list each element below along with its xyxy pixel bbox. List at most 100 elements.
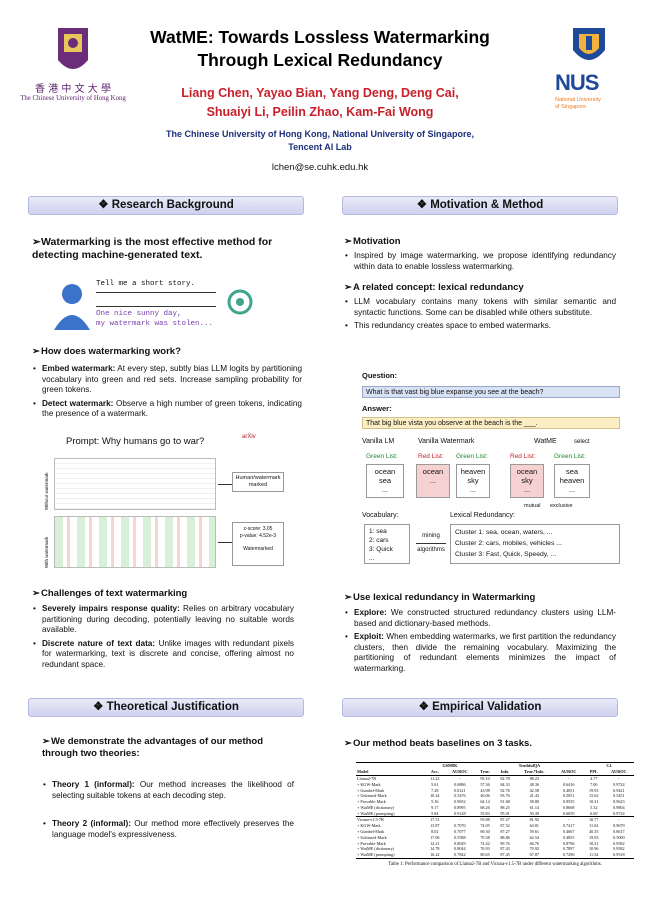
- authors: Liang Chen, Yayao Bian, Yang Deng, Deng …: [181, 86, 459, 119]
- table-cell: 0.7077: [454, 828, 466, 834]
- chat-reply-2: my watermark was stolen...: [96, 320, 214, 328]
- challenge-discrete: Discrete nature of text data: Unlike ima…: [32, 639, 294, 671]
- contact-email: lchen@se.cuhk.edu.hk: [271, 162, 369, 173]
- table-cell: -: [568, 775, 570, 781]
- chat-arrow-left: [96, 306, 216, 307]
- nus-full-name-2: of Singapore: [555, 104, 587, 110]
- table-cell: 10.21: [589, 799, 599, 805]
- table-cell: 41.43: [529, 793, 539, 799]
- without-watermark-label: Without watermark: [44, 472, 49, 510]
- table-cell: 64.14: [480, 799, 490, 805]
- table-cell: 0.9724: [613, 810, 625, 816]
- section-theoretical-justification: ❖ Theoretical Justification: [28, 698, 304, 717]
- watme-green: sea heaven ...: [554, 464, 590, 498]
- with-watermark-label: With watermark: [44, 536, 49, 568]
- table-cell: 0.7296: [562, 852, 575, 858]
- table-cell: 5.32: [590, 804, 598, 810]
- openai-logo-icon: [222, 284, 258, 320]
- table-cell: 0.9804: [613, 804, 625, 810]
- table-cell: 0.4667: [562, 828, 575, 834]
- table-cell: -: [618, 775, 620, 781]
- table-cell: 0.7842: [454, 852, 466, 858]
- table-cell: 10.21: [589, 840, 599, 846]
- table-cell: 0.9724: [613, 781, 625, 787]
- text-sample-with: [54, 516, 216, 568]
- empirical-block: ➢Our method beats baselines on 3 tasks.: [344, 738, 532, 749]
- table-cell: + Gumbel-Mark: [357, 828, 385, 834]
- table-cell: 0.8121: [454, 787, 466, 793]
- table-cell: 12.21: [430, 840, 440, 846]
- table-cell: + WatME (dictionary): [357, 804, 395, 810]
- motivation-block: ➢Motivation Inspired by image watermarki…: [344, 236, 616, 335]
- section-empirical-validation: ❖ Empirical Validation: [342, 698, 618, 717]
- table-cell: 87.52: [500, 823, 510, 829]
- table-cell: + Provable-Mark: [357, 840, 386, 846]
- table-cell: 62.54: [529, 834, 539, 840]
- table-cell: 74.42: [480, 840, 490, 846]
- table-cell: 0.7070: [454, 823, 466, 829]
- watme-label: WatME: [534, 438, 557, 445]
- watermark-diagram: Prompt: Why humans go to war? arXiv With…: [44, 434, 294, 574]
- challenges-block: ➢Challenges of text watermarking Severel…: [32, 588, 294, 674]
- table-cell: 76.93: [480, 846, 490, 852]
- mining-algorithms-label: mining algorithms: [416, 533, 446, 553]
- related-bullet-2: This redundancy creates space to embed w…: [344, 321, 616, 332]
- table-header-cell: AUROC: [611, 769, 627, 775]
- vanilla-wm-red: ocean ...: [416, 464, 450, 498]
- table-cell: 15.62: [589, 793, 599, 799]
- table-cell: 0.4051: [562, 787, 575, 793]
- table-cell: 9.17: [431, 804, 439, 810]
- nus-crest-icon: [573, 28, 605, 60]
- table-cell: 87.27: [500, 828, 510, 834]
- challenge-quality: Severely impairs response quality: Relie…: [32, 604, 294, 636]
- table-cell: 92.78: [500, 775, 510, 781]
- table-cell: 7.00: [590, 781, 598, 787]
- table-cell: 0.5588: [454, 834, 466, 840]
- section-motivation-method: ❖ Motivation & Method: [342, 196, 618, 215]
- table-cell: + Unbiased-Mark: [357, 793, 387, 799]
- theory-2: Theory 2 (informal): Our method more eff…: [42, 819, 294, 840]
- table-cell: 17.51: [430, 817, 440, 823]
- table-cell: 57.36: [480, 781, 490, 787]
- cuhk-name-cn: 香 港 中 文 大 學: [35, 84, 111, 95]
- table-cell: 55.83: [480, 810, 490, 816]
- answer-label: Answer:: [362, 404, 392, 413]
- table-cell: 58.80: [529, 799, 539, 805]
- cuhk-logo: 香 港 中 文 大 學 The Chinese University of Ho…: [8, 22, 138, 112]
- table-cell: 70.92: [529, 846, 539, 852]
- table-header-cell: Acc.: [430, 769, 439, 775]
- theory-block: ➢We demonstrate the advantages of our me…: [42, 736, 294, 843]
- table-cell: 11.54: [589, 852, 599, 858]
- table-cell: 46.06: [480, 793, 490, 799]
- table-cell: 0.7897: [562, 846, 575, 852]
- table-cell: 10.77: [589, 817, 599, 823]
- vocabulary-box: 1: sea 2: cars 3: Quick ...: [364, 524, 410, 564]
- vanilla-lm-tokens: ocean sea ...: [366, 464, 404, 498]
- section-research-background: ❖ Research Background: [28, 196, 304, 215]
- chat-user-message: Tell me a short story.: [96, 280, 196, 288]
- table-cell: 64.81: [529, 823, 539, 829]
- table-header-cell: Info.: [500, 769, 510, 775]
- table-caption: Table 1: Performance comparison of Llama…: [388, 861, 602, 867]
- clusters-box: Cluster 1: sea, ocean, waters, ... Clust…: [450, 524, 620, 564]
- table-cell: 5.84: [431, 810, 439, 816]
- table-cell: 0.9518: [613, 852, 625, 858]
- cuhk-crest-icon: [58, 28, 88, 69]
- embed-bullet: Embed watermark: At every step, subtly b…: [32, 364, 302, 396]
- table-cell: 0.9128: [454, 810, 466, 816]
- table-header-cell: Model: [357, 769, 369, 775]
- vanilla-lm-label: Vanilla LM: [362, 438, 395, 445]
- table-cell: 0.9623: [613, 799, 625, 805]
- table-cell: 4.77: [590, 775, 598, 781]
- cuhk-name-en: The Chinese University of Hong Kong: [20, 95, 126, 102]
- table-cell: 0.6416: [562, 781, 575, 787]
- table-cell: 50.39: [529, 810, 539, 816]
- detect-bullet: Detect watermark: Observe a high number …: [32, 399, 302, 420]
